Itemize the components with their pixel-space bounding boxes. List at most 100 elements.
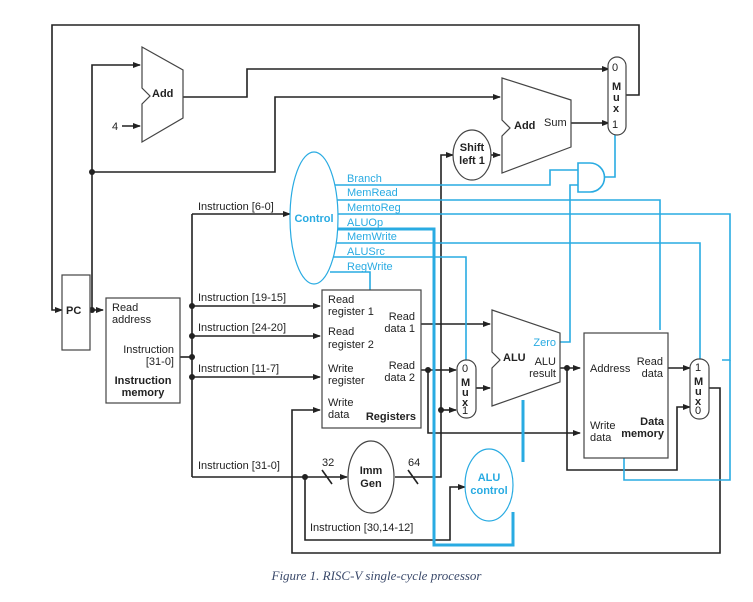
dmem-port-label: Read [637,356,663,368]
mux-label: u [462,387,469,399]
field-rd-label: Instruction [11-7] [198,363,279,375]
pc-mux [607,56,627,136]
memtoreg-wire [330,213,731,361]
dmem-port-label: Write [590,420,615,432]
pcsrc-wire [605,135,616,178]
bus-width-32: 32 [322,457,334,469]
signal-branch: Branch [347,173,382,185]
dmem-title: memory [621,428,665,440]
imem-port-label: [31-0] [146,356,174,368]
field-funct-label: Instruction [30,14-12] [310,522,413,534]
reg-port-label: data 2 [384,372,415,384]
mux-input-0: 0 [612,62,618,74]
mux-label: u [613,92,620,104]
store-data-wire [427,370,581,436]
writeback-mux [689,358,710,420]
field-imm-label: Instruction [31-0] [198,460,280,472]
imem-title: Instruction [115,375,172,387]
mux-label: M [612,81,621,93]
reg-port-label: register [328,375,365,387]
signal-memtoreg: MemtoReg [347,202,401,214]
registers-title: Registers [366,411,416,423]
alu [491,309,561,407]
branch-wire [330,169,578,186]
alu-control-unit [464,448,514,522]
imem-port-label: Read [112,302,138,314]
reg-port-label: Read [389,311,415,323]
imm-gen [347,440,395,514]
figure-caption: Figure 1. RISC-V single-cycle processor [271,568,482,583]
shift-left-unit [452,129,492,181]
imm-to-shift-wire [395,152,454,478]
dmem-title: Data [640,416,665,428]
mux-label: u [695,386,702,398]
datapath-wires [51,24,721,554]
mux-label: x [613,103,620,115]
mux-label: M [461,377,470,389]
pc-label: PC [66,305,81,317]
reg-port-label: Read [328,294,354,306]
mux-label: x [695,396,702,408]
pc-plus4-wire [183,66,610,98]
pc-adder-label: Add [152,88,173,100]
signal-memread: MemRead [347,187,398,199]
branch-adder-label: Add [514,120,535,132]
control-wires [330,135,731,547]
field-opcode-label: Instruction [6-0] [198,201,274,213]
branch-adder [501,77,572,174]
funct-wire [304,477,466,541]
dmem-control-wire [623,360,731,481]
alu-result-label: result [529,368,556,380]
mux-input-0: 0 [462,363,468,375]
const-four-label: 4 [112,121,118,133]
control-signal-labels: Branch MemRead MemtoReg ALUOp MemWrite A… [347,173,401,273]
signal-aluop: ALUOp [347,217,383,229]
mux-label: M [694,376,703,388]
signal-memwrite: MemWrite [347,231,397,243]
alu-control-label: control [470,485,507,497]
alu-bypass-wire [566,368,691,471]
imem-port-label: Instruction [123,344,174,356]
pc-adder [141,45,184,144]
next-pc-wire [51,24,640,313]
dmem-port-label: Address [590,363,631,375]
alu-control-label: ALU [478,472,501,484]
sum-label: Sum [544,117,567,129]
reg-port-label: register 2 [328,339,374,351]
field-rs1-label: Instruction [19-15] [198,292,286,304]
signal-regwrite: RegWrite [347,261,393,273]
aluop-wire [330,227,515,547]
reg-port-label: data 1 [384,323,415,335]
mux-input-1: 1 [695,362,701,374]
reg-port-label: Write [328,397,353,409]
pc-to-branch-add-wire [92,94,501,173]
alusrc-mux [456,359,477,419]
instruction-memory [105,297,181,404]
writeback-wire [291,387,721,554]
bus-width-64: 64 [408,457,420,469]
register-file [321,289,422,429]
mux-input-1: 1 [612,119,618,131]
zero-wire [560,184,578,343]
signal-alusrc: ALUSrc [347,246,385,258]
dmem-port-label: data [642,368,664,380]
pc-register [61,274,91,351]
shift-label: left 1 [459,155,485,167]
reg-port-label: data [328,409,350,421]
alusrc-wire [330,256,467,360]
mux-input-0: 0 [695,405,701,417]
bus-width-slash [321,469,333,485]
mux-input-1: 1 [462,405,468,417]
junction-dot [189,354,195,360]
reg-port-label: register 1 [328,306,374,318]
regwrite-wire [330,271,371,290]
imem-title: memory [122,387,166,399]
reg-port-label: Write [328,363,353,375]
immgen-label: Imm [360,465,383,477]
imem-port-label: address [112,314,152,326]
and-gate [577,162,606,193]
reg-port-label: Read [328,326,354,338]
shift-label: Shift [460,142,485,154]
pc-to-add-wire [91,62,141,310]
